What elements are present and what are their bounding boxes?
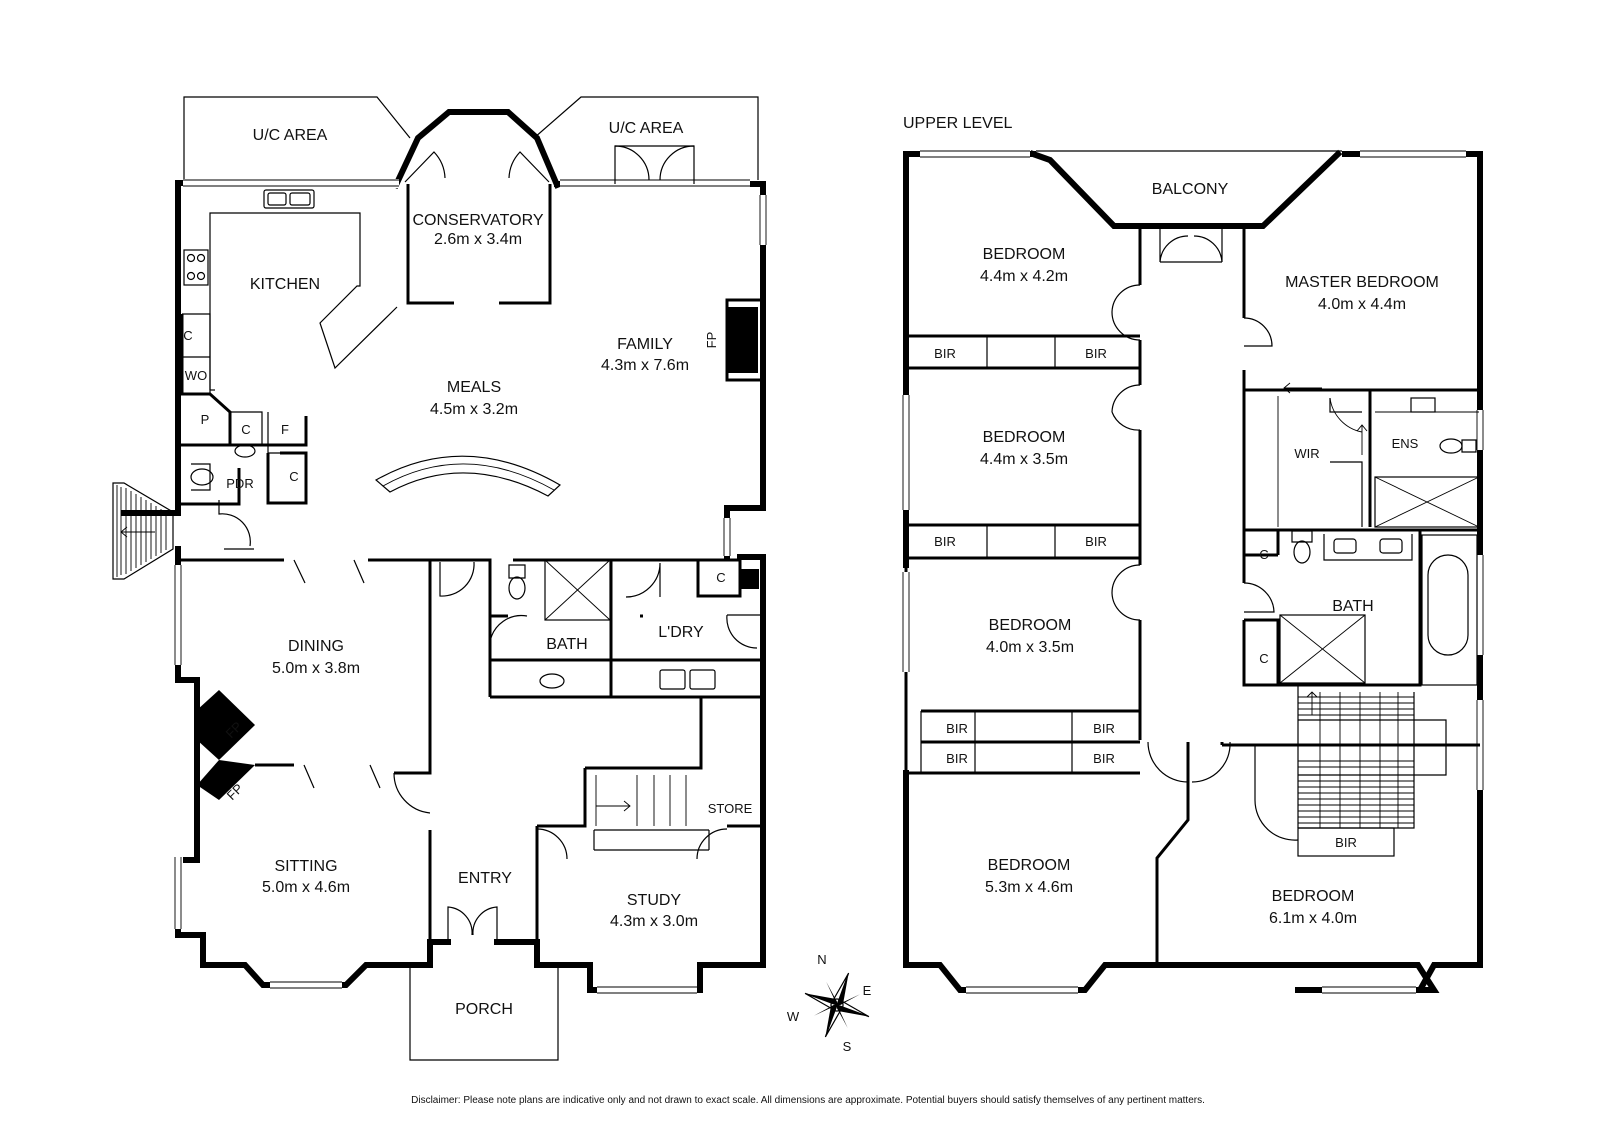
wo-label: WO (185, 368, 207, 383)
bir-1b-label: BIR (1085, 346, 1107, 361)
bedroom-5-label: BEDROOM (1272, 888, 1355, 905)
ground-bath-label: BATH (546, 636, 587, 653)
bir-2a-label: BIR (934, 534, 956, 549)
upper-bath (1242, 530, 1478, 687)
bedroom-2-label: BEDROOM (983, 429, 1066, 446)
upper-stairs (1222, 685, 1480, 857)
bir-3d-label: BIR (1093, 751, 1115, 766)
laundry-c-label: C (716, 570, 725, 585)
side-steps (112, 482, 174, 580)
upper-floor: UPPER LEVEL (901, 115, 1485, 995)
wir-label: WIR (1294, 446, 1319, 461)
sitting-size: 5.0m x 4.6m (262, 879, 350, 896)
family-size: 4.3m x 7.6m (601, 357, 689, 374)
upper-c1-label: C (1259, 547, 1268, 562)
kitchen-bench (183, 189, 398, 391)
bedroom-4-size: 5.3m x 4.6m (985, 879, 1073, 896)
bir-3c-label: BIR (946, 751, 968, 766)
ground-windows (173, 179, 768, 995)
compass-e: E (863, 983, 872, 998)
kitchen-label: KITCHEN (250, 276, 320, 293)
bir-3b-label: BIR (1093, 721, 1115, 736)
meals-label: MEALS (447, 379, 501, 396)
family-fireplace (727, 307, 758, 373)
compass-s: S (843, 1039, 852, 1054)
balcony-outline (1036, 150, 1342, 263)
study-size: 4.3m x 3.0m (610, 913, 698, 930)
upper-bedroom-doors (1111, 284, 1275, 783)
meals-size: 4.5m x 3.2m (430, 401, 518, 418)
pdr-c-label: C (289, 469, 298, 484)
uc-area-left-label: U/C AREA (253, 127, 328, 144)
kitchen-c-label: C (183, 328, 192, 343)
study-label: STUDY (627, 892, 682, 909)
fridge-f-label: F (281, 422, 289, 437)
meals-curved-bench (374, 455, 562, 497)
conservatory-size: 2.6m x 3.4m (434, 231, 522, 248)
upper-lower-walls (1155, 742, 1224, 965)
conservatory-walls (392, 109, 561, 305)
pantry-p-label: P (201, 412, 210, 427)
upper-corridor-walls (1138, 226, 1246, 740)
upper-c2-label: C (1259, 651, 1268, 666)
meals-curved-bench-inner (382, 463, 555, 491)
pdr-label: PDR (226, 476, 253, 491)
compass-w: W (787, 1009, 800, 1024)
dining-fireplaces (195, 680, 255, 860)
bir-stair-label: BIR (1335, 835, 1357, 850)
pantry-area-walls (178, 313, 308, 550)
master-bedroom-label: MASTER BEDROOM (1285, 274, 1439, 291)
bedroom-1-label: BEDROOM (983, 246, 1066, 263)
family-fireplace-wall (725, 298, 765, 382)
family-fp-label: FP (704, 332, 719, 349)
dining-size: 5.0m x 3.8m (272, 660, 360, 677)
bir-1a-label: BIR (934, 346, 956, 361)
porch-outline (409, 965, 559, 1061)
ens-label: ENS (1392, 436, 1419, 451)
master-bedroom-size: 4.0m x 4.4m (1318, 296, 1406, 313)
balcony-label: BALCONY (1152, 181, 1229, 198)
compass-rose-icon (804, 972, 870, 1038)
ground-bath-fixtures (439, 559, 611, 689)
upper-bedroom-walls (906, 334, 1140, 775)
upper-bath-label: BATH (1332, 598, 1373, 615)
laundry-label: L'DRY (658, 624, 704, 641)
pantry-c-label: C (241, 422, 250, 437)
bedroom-5-size: 6.1m x 4.0m (1269, 910, 1357, 927)
bir-2b-label: BIR (1085, 534, 1107, 549)
ground-doors (393, 772, 728, 942)
bir-3a-label: BIR (946, 721, 968, 736)
uc-area-outlines (183, 96, 759, 180)
upper-level-heading: UPPER LEVEL (903, 115, 1012, 132)
store-label: STORE (708, 801, 753, 816)
bedroom-3-label: BEDROOM (989, 617, 1072, 634)
laundry-fixtures (625, 562, 760, 690)
entry-label: ENTRY (458, 870, 512, 887)
bedroom-2-size: 4.4m x 3.5m (980, 451, 1068, 468)
dining-label: DINING (288, 638, 344, 655)
bedroom-3-size: 4.0m x 3.5m (986, 639, 1074, 656)
disclaimer: Disclaimer: Please note plans are indica… (411, 1095, 1205, 1106)
bedroom-1-size: 4.4m x 4.2m (980, 268, 1068, 285)
bedroom-4-label: BEDROOM (988, 857, 1071, 874)
uc-french-door (614, 145, 695, 184)
family-label: FAMILY (617, 336, 673, 353)
conservatory-label: CONSERVATORY (413, 212, 544, 229)
ground-stairs (584, 768, 710, 851)
compass-n: N (817, 952, 826, 967)
porch-label: PORCH (455, 1001, 513, 1018)
ground-floor: U/C AREA U/C AREA CONSERVATORY 2.6m x 3.… (112, 96, 768, 1061)
sitting-label: SITTING (274, 858, 337, 875)
uc-area-right-label: U/C AREA (609, 120, 684, 137)
